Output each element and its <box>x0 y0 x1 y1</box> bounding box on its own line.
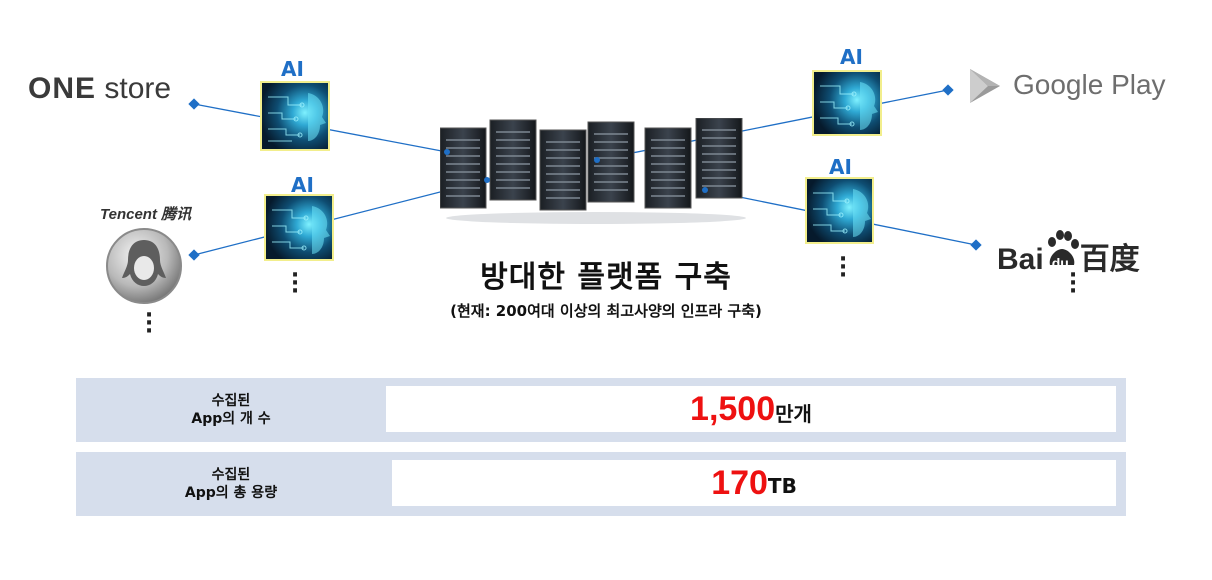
play-store-icon <box>970 69 1000 103</box>
ai-label: AI <box>840 45 863 69</box>
ai-label: AI <box>829 155 852 179</box>
baidu-logo-bai: Bai <box>997 243 1044 276</box>
ai-face-icon <box>805 177 874 244</box>
stat-unit: 만개 <box>775 401 812 426</box>
ellipsis-vertical-icon: ··· <box>1068 263 1078 304</box>
tencent-logo-text: Tencent 腾讯 <box>100 206 192 223</box>
stat-label-line1: 수집된 <box>211 393 251 409</box>
stat-label-line1: 수집된 <box>211 467 251 483</box>
onestore-logo-one: ONE <box>28 72 97 105</box>
onestore-logo-store: store <box>104 72 172 105</box>
ellipsis-vertical-icon: ··· <box>290 263 300 304</box>
stat-value: 170 <box>711 463 768 502</box>
server-rack-icon <box>440 118 746 224</box>
platform-subtitle: (현재: 200여대 이상의 최고사양의 인프라 구축) <box>450 302 762 320</box>
ai-face-icon <box>260 81 330 151</box>
tencent-qq-icon <box>106 228 182 304</box>
ellipsis-vertical-icon: ··· <box>144 303 154 344</box>
baidu-logo-chinese: 百度 <box>1079 243 1140 276</box>
stat-label: 수집된 App의 개 수 <box>76 378 386 442</box>
onestore-logo: ONE store <box>28 72 171 106</box>
stat-unit: TB <box>767 474 797 498</box>
baidu-paw-icon: du <box>1044 230 1080 273</box>
server-junction-dot <box>594 157 600 163</box>
ai-label: AI <box>291 173 314 197</box>
ellipsis-vertical-icon: ··· <box>838 247 848 288</box>
baidu-logo: Bai du 百度 <box>997 230 1140 278</box>
ai-face-icon <box>812 70 882 136</box>
server-junction-dot <box>702 187 708 193</box>
stat-value: 1,500 <box>690 389 776 428</box>
connector-tencent <box>193 179 488 256</box>
platform-title: 방대한 플랫폼 구축 <box>480 260 732 295</box>
stat-label: 수집된 App의 총 용량 <box>76 452 386 516</box>
ai-face-icon <box>264 194 334 261</box>
server-junction-dot <box>484 177 490 183</box>
google-play-logo: Google Play <box>1013 69 1166 100</box>
server-junction-dot <box>444 149 450 155</box>
ai-label: AI <box>281 57 304 81</box>
stat-label-line2: App의 개 수 <box>191 411 271 427</box>
stat-label-line2: App의 총 용량 <box>184 485 278 501</box>
baidu-logo-du: du <box>1051 255 1069 271</box>
